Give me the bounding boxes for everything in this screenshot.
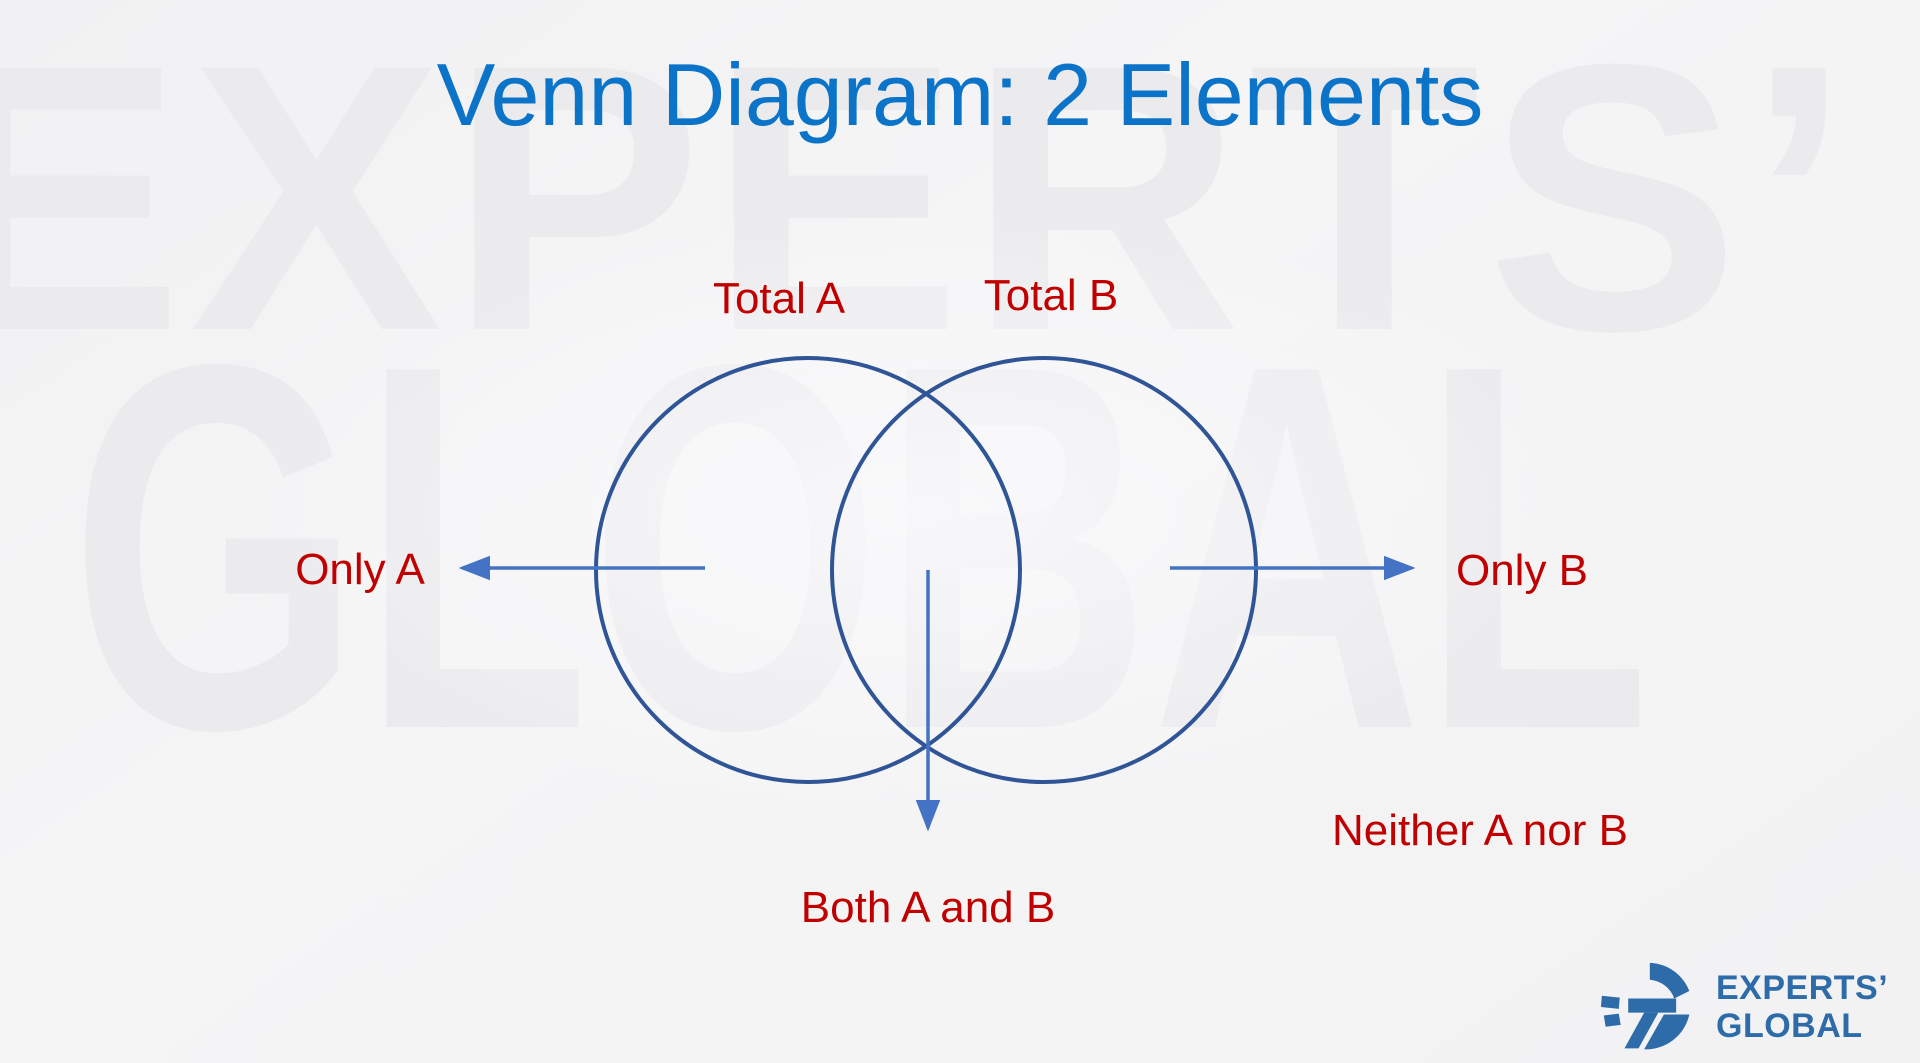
label-total-a: Total A (712, 274, 846, 323)
label-only-a: Only A (295, 545, 425, 594)
page-title: Venn Diagram: 2 Elements (436, 45, 1484, 144)
label-both-a-and-b: Both A and B (800, 883, 1056, 932)
label-total-b: Total B (983, 271, 1119, 320)
label-neither-a-nor-b: Neither A nor B (1332, 806, 1628, 855)
label-only-b: Only B (1455, 546, 1589, 595)
logo-line-global: GLOBAL (1716, 1007, 1863, 1045)
circle-b-outline (830, 356, 1258, 784)
experts-global-logo-icon (1600, 962, 1690, 1050)
experts-global-logo-text: EXPERTS’ GLOBAL (1716, 969, 1888, 1045)
logo-line-experts: EXPERTS’ (1716, 968, 1889, 1007)
experts-global-logo: EXPERTS’ GLOBAL (1592, 960, 1888, 1054)
